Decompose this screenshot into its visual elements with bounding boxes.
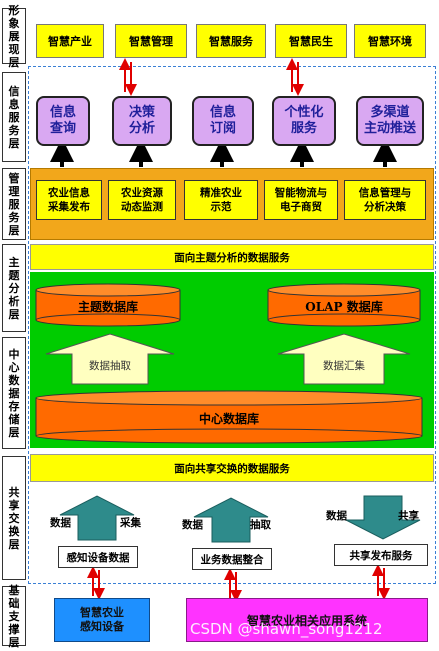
topic-band: 面向主题分析的数据服务 [30, 244, 434, 270]
topic-db-label: 主题数据库 [77, 300, 138, 314]
share-collect-right: 采集 [120, 517, 141, 529]
base-apps-box: 智慧农业相关应用系统 [186, 598, 428, 642]
presentation-box-environment: 智慧环境 [354, 24, 426, 58]
info-box-decision: 决策 分析 [112, 96, 172, 146]
aggregate-arrow [277, 333, 411, 385]
presentation-box-industry: 智慧产业 [36, 24, 104, 58]
layer-label-presentation: 形象展现层 [2, 4, 26, 69]
collect-up-arrow [59, 495, 135, 541]
aggregate-label: 数据汇集 [323, 360, 365, 372]
share-share-right: 共享 [398, 510, 419, 522]
mgmt-box-resource-monitor: 农业资源 动态监测 [108, 180, 176, 220]
mgmt-box-logistics: 智能物流与 电子商贸 [264, 180, 338, 220]
extract-arrow [45, 333, 175, 385]
share-publish-box: 共享发布服务 [334, 544, 428, 566]
base-sensor-box: 智慧农业 感知设备 [54, 598, 150, 642]
extract-label: 数据抽取 [89, 360, 131, 372]
extract-up-arrow [193, 497, 269, 543]
presentation-box-management: 智慧管理 [115, 24, 187, 58]
share-share-left: 数据 [326, 510, 347, 522]
center-db-cylinder [35, 390, 423, 444]
share-extract-right: 抽取 [250, 519, 271, 531]
mgmt-box-info-collect: 农业信息 采集发布 [36, 180, 102, 220]
info-box-personalized: 个性化 服务 [272, 96, 336, 146]
info-box-query: 信息 查询 [36, 96, 90, 146]
layer-label-management: 管理服务层 [2, 168, 26, 240]
info-box-push: 多渠道 主动推送 [356, 96, 424, 146]
presentation-box-service: 智慧服务 [196, 24, 266, 58]
share-extract-left: 数据 [182, 519, 203, 531]
share-collect-left: 数据 [50, 517, 71, 529]
presentation-box-livelihood: 智慧民生 [275, 24, 347, 58]
dashed-container [28, 66, 436, 584]
layer-label-info-service: 信息服务层 [2, 72, 26, 162]
topic-db-cylinder [35, 283, 181, 327]
watermark: CSDN @shawn_song1212 [190, 620, 383, 638]
layer-label-base: 基础支撑层 [2, 584, 26, 649]
sensor-data-box: 感知设备数据 [58, 546, 138, 568]
center-db-label: 中心数据库 [198, 412, 259, 426]
layer-label-topic: 主题分析层 [2, 244, 26, 332]
layer-label-share: 共享交换层 [2, 456, 26, 580]
share-down-arrow [345, 495, 421, 540]
mgmt-box-precision: 精准农业 示范 [184, 180, 258, 220]
olap-db-label: OLAP 数据库 [305, 300, 383, 314]
layer-label-center: 中心数据存储层 [2, 337, 26, 449]
mgmt-box-analysis: 信息管理与 分析决策 [344, 180, 426, 220]
business-data-box: 业务数据整合 [192, 548, 272, 570]
olap-db-cylinder [267, 283, 421, 327]
share-band: 面向共享交换的数据服务 [30, 454, 434, 482]
info-box-subscribe: 信息 订阅 [192, 96, 254, 146]
